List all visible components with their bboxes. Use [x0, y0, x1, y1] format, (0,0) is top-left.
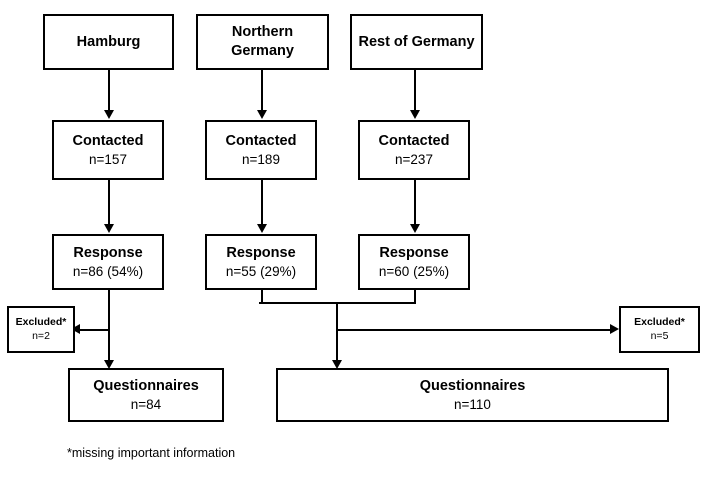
- node-excluded-merged-n: n=5: [650, 329, 669, 342]
- node-response-northern-n: n=55 (29%): [225, 263, 297, 279]
- connector-response-rest-down: [414, 290, 416, 303]
- node-rest-of-germany-label: Rest of Germany: [358, 33, 475, 50]
- node-northern-germany-label-line2: Germany: [231, 43, 294, 59]
- arrowhead-contacted-rest-to-response: [410, 224, 420, 233]
- node-response-hamburg: Response n=86 (54%): [52, 234, 164, 290]
- connector-merge-trunk: [336, 302, 338, 362]
- node-response-hamburg-label: Response: [73, 245, 143, 262]
- connector-response-hamburg-trunk: [108, 290, 110, 361]
- node-northern-germany-label-line1: Northern: [231, 24, 294, 41]
- node-response-rest-label: Response: [379, 245, 449, 262]
- node-response-rest: Response n=60 (25%): [358, 234, 470, 290]
- connector-hamburg-to-contacted: [108, 70, 110, 111]
- node-response-hamburg-n: n=86 (54%): [72, 263, 144, 279]
- connector-response-hamburg-to-excluded: [79, 329, 110, 331]
- node-contacted-hamburg-n: n=157: [89, 151, 127, 167]
- arrowhead-contacted-hamburg-to-response: [104, 224, 114, 233]
- node-excluded-merged: Excluded* n=5: [619, 306, 700, 353]
- node-questionnaires-merged: Questionnaires n=110: [276, 368, 669, 422]
- node-contacted-rest: Contacted n=237: [358, 120, 470, 180]
- node-response-rest-n: n=60 (25%): [378, 263, 450, 279]
- arrowhead-merge-to-questionnaires: [332, 360, 342, 369]
- node-contacted-northern: Contacted n=189: [205, 120, 317, 180]
- node-contacted-northern-n: n=189: [242, 151, 280, 167]
- node-contacted-rest-n: n=237: [395, 151, 433, 167]
- arrowhead-rest-to-contacted: [410, 110, 420, 119]
- node-questionnaires-hamburg-n: n=84: [130, 396, 162, 412]
- connector-response-northern-down: [261, 290, 263, 303]
- arrowhead-response-hamburg-to-questionnaires: [104, 360, 114, 369]
- connector-rest-to-contacted: [414, 70, 416, 111]
- node-excluded-hamburg-n: n=2: [32, 329, 50, 342]
- node-questionnaires-merged-label: Questionnaires: [419, 378, 526, 395]
- node-contacted-rest-label: Contacted: [378, 133, 450, 150]
- node-excluded-hamburg: Excluded* n=2: [7, 306, 75, 353]
- arrowhead-response-hamburg-to-excluded: [71, 324, 80, 334]
- connector-contacted-northern-to-response: [261, 180, 263, 225]
- node-questionnaires-hamburg-label: Questionnaires: [93, 378, 199, 395]
- node-questionnaires-merged-n: n=110: [454, 396, 491, 412]
- node-hamburg-label: Hamburg: [76, 33, 141, 50]
- arrowhead-contacted-northern-to-response: [257, 224, 267, 233]
- node-response-northern-label: Response: [226, 245, 296, 262]
- node-contacted-northern-label: Contacted: [225, 133, 297, 150]
- node-response-northern: Response n=55 (29%): [205, 234, 317, 290]
- arrowhead-merge-to-excluded-right: [610, 324, 619, 334]
- node-excluded-merged-label: Excluded*: [634, 316, 685, 329]
- node-contacted-hamburg-label: Contacted: [72, 133, 144, 150]
- node-contacted-hamburg: Contacted n=157: [52, 120, 164, 180]
- connector-contacted-hamburg-to-response: [108, 180, 110, 225]
- node-questionnaires-hamburg: Questionnaires n=84: [68, 368, 224, 422]
- node-rest-of-germany: Rest of Germany: [350, 14, 483, 70]
- footnote-text: *missing important information: [67, 446, 236, 460]
- node-hamburg: Hamburg: [43, 14, 174, 70]
- arrowhead-hamburg-to-contacted: [104, 110, 114, 119]
- connector-northern-to-contacted: [261, 70, 263, 111]
- connector-contacted-rest-to-response: [414, 180, 416, 225]
- connector-merge-to-excluded-right: [336, 329, 611, 331]
- node-excluded-hamburg-label: Excluded*: [15, 316, 67, 329]
- arrowhead-northern-to-contacted: [257, 110, 267, 119]
- node-northern-germany: Northern Germany: [196, 14, 329, 70]
